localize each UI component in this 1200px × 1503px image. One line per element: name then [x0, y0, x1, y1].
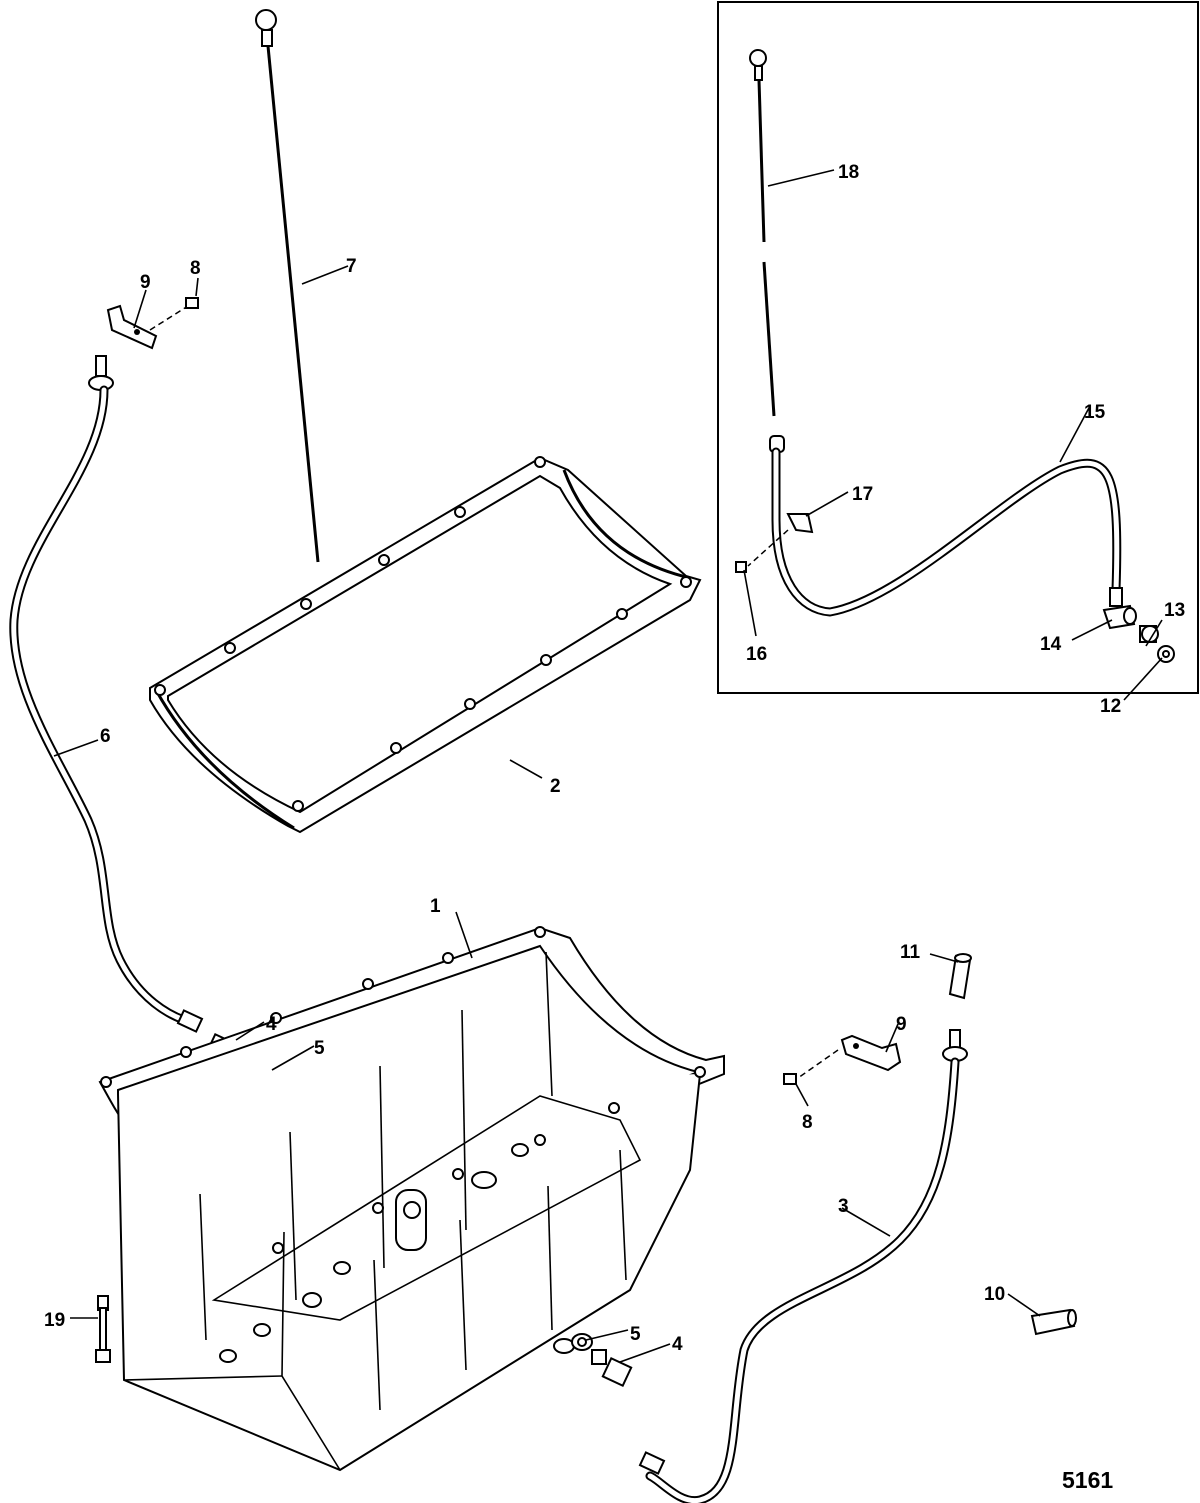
- callout-6: 6: [100, 726, 111, 747]
- callout-8-top: 8: [190, 258, 201, 279]
- callout-12: 12: [1100, 696, 1121, 717]
- inset-frame: [717, 1, 1199, 694]
- callout-8-right: 8: [802, 1112, 813, 1133]
- inset-bracket-17: [735, 513, 814, 573]
- sleeve-11: [948, 953, 972, 1000]
- inset-tube-15: [769, 435, 1123, 617]
- figure-number: 5161: [1062, 1467, 1113, 1493]
- callout-14: 14: [1040, 634, 1062, 655]
- oil-pan: [98, 926, 725, 1472]
- oil-pan-gasket: [149, 456, 702, 834]
- callout-4-left: 4: [266, 1014, 277, 1035]
- inset-fitting-13: [1139, 625, 1159, 643]
- callout-9-right: 9: [896, 1014, 907, 1035]
- callout-2: 2: [550, 776, 561, 797]
- inset-fitting-14: [1102, 604, 1137, 630]
- callout-15: 15: [1084, 402, 1106, 423]
- callout-16: 16: [746, 644, 767, 665]
- bracket-right: [783, 1034, 902, 1085]
- callout-9-top: 9: [140, 272, 151, 293]
- callout-19: 19: [44, 1310, 65, 1331]
- callout-1: 1: [430, 896, 441, 917]
- dipstick-tube-right: [571, 1029, 968, 1503]
- callout-13: 13: [1164, 600, 1185, 621]
- callout-11: 11: [900, 942, 921, 963]
- callout-4-right: 4: [672, 1334, 683, 1355]
- sleeve-10: [1030, 1308, 1077, 1336]
- bolt-19: [95, 1295, 111, 1363]
- inset-dipstick-18: [749, 49, 776, 417]
- dipstick-part: [255, 9, 320, 563]
- callout-18: 18: [838, 162, 859, 183]
- callout-7: 7: [346, 256, 357, 277]
- callout-5-left: 5: [314, 1038, 325, 1059]
- leader-lines: [53, 169, 1163, 1363]
- callout-3: 3: [838, 1196, 849, 1217]
- callout-10: 10: [984, 1284, 1005, 1305]
- callout-17: 17: [852, 484, 873, 505]
- callout-5-right: 5: [630, 1324, 641, 1345]
- bracket-top-left: [106, 297, 199, 350]
